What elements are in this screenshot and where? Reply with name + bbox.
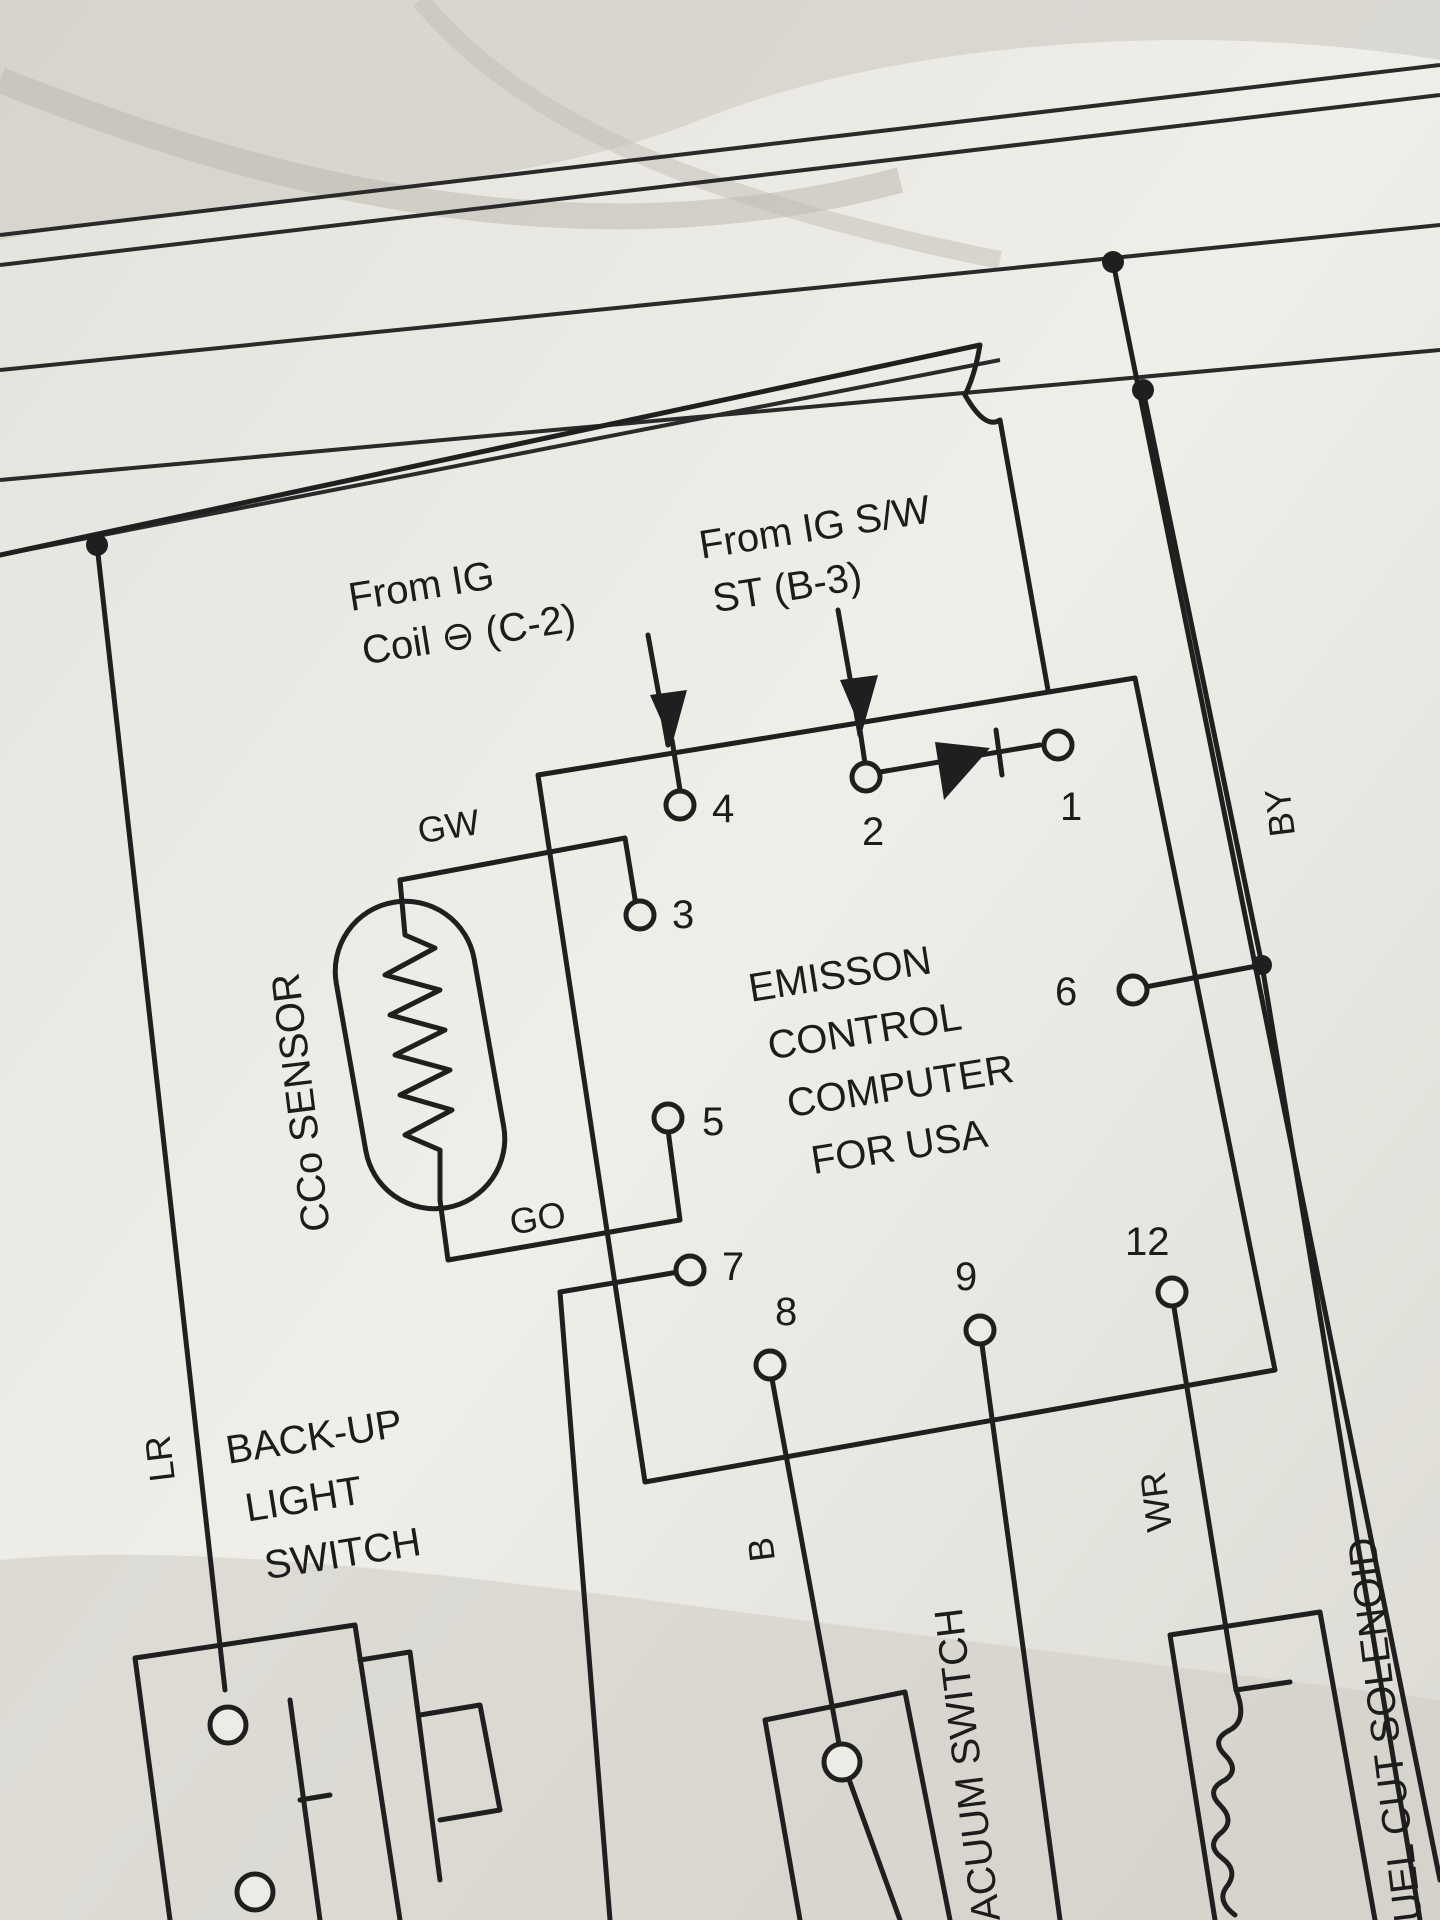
wire-t4: [669, 737, 683, 793]
wire-t9: [977, 1327, 1063, 1920]
wire-label-by: BY: [1256, 786, 1303, 839]
wire-by: [1140, 387, 1265, 968]
backup-light-switch: [132, 1622, 503, 1920]
wire-by-lower: [1259, 962, 1423, 1920]
wire-label-b: B: [739, 1535, 783, 1564]
terminal-7-label: 7: [722, 1245, 744, 1289]
terminal-9-label: 9: [955, 1255, 977, 1299]
terminal-9: [963, 1313, 997, 1347]
terminal-6-label: 6: [1055, 970, 1077, 1014]
wire-right-outer: [1110, 259, 1440, 1883]
wire-to-terminal-1: [0, 342, 1051, 693]
fuel-cut-solenoid: [1167, 1609, 1378, 1920]
terminal-3-label: 3: [672, 893, 694, 937]
terminal-8-label: 8: [775, 1290, 797, 1334]
terminal-2-label: 2: [862, 810, 884, 854]
terminal-4: [663, 788, 697, 822]
terminal-12-label: 12: [1125, 1220, 1170, 1264]
wire-t6: [1137, 962, 1265, 991]
wire-label-wr: WR: [1132, 1469, 1180, 1534]
terminal-4-label: 4: [712, 787, 734, 831]
cco-sensor: [332, 877, 508, 1212]
terminal-1-label: 1: [1060, 785, 1082, 829]
terminal-8: [753, 1348, 787, 1382]
terminal-5-label: 5: [702, 1100, 724, 1144]
cable-shadow-2: [413, 0, 1002, 269]
terminal-3: [623, 898, 657, 932]
wire-label-lr: LR: [137, 1433, 183, 1484]
terminal-2: [849, 760, 883, 794]
terminal-12: [1155, 1275, 1189, 1309]
terminal-5: [651, 1101, 685, 1135]
wire-label-go: GO: [507, 1193, 569, 1242]
wire-gw: [397, 835, 639, 908]
terminal-1: [1041, 728, 1075, 762]
diode: [877, 727, 1043, 800]
emission-computer-box: [535, 675, 1278, 1485]
wire-b: [767, 1365, 845, 1763]
vacuum-switch: [762, 1689, 953, 1920]
arrow-from-ig-coil: [645, 632, 687, 748]
terminal-7: [673, 1253, 707, 1287]
wire-go: [437, 1127, 683, 1263]
terminal-6: [1116, 973, 1150, 1007]
wire-label-gw: GW: [415, 801, 483, 851]
wire-lr: [94, 542, 228, 1693]
bus-lines: [0, 63, 1440, 557]
arrow-from-ig-sw: [835, 607, 878, 738]
wire-t7: [557, 1267, 693, 1920]
